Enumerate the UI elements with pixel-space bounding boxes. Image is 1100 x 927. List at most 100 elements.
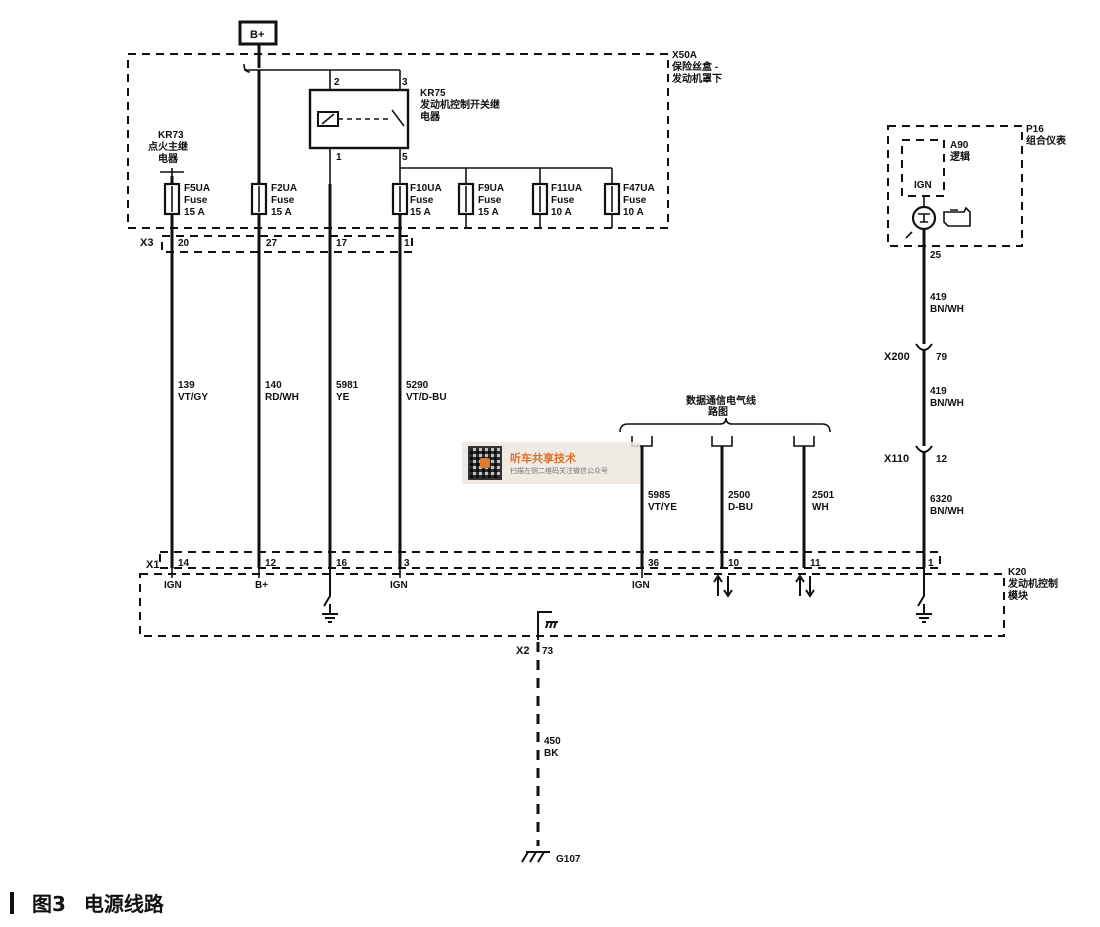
data-arrows-icon: [713, 574, 815, 598]
ground-g107-icon: [521, 851, 550, 863]
qr-code-icon: [468, 446, 502, 480]
cluster-boundary: [887, 125, 1023, 247]
svg-text:10 A: 10 A: [623, 207, 644, 218]
svg-text:15 A: 15 A: [184, 207, 205, 218]
svg-text:14: 14: [178, 558, 190, 569]
svg-text:WH: WH: [812, 502, 829, 513]
x3-pin-17: 17: [336, 238, 348, 249]
svg-text:2500: 2500: [728, 490, 751, 501]
svg-text:RD/WH: RD/WH: [265, 392, 299, 403]
relay-kr73-id: KR73: [158, 130, 184, 141]
svg-text:BN/WH: BN/WH: [930, 398, 964, 409]
svg-text:Fuse: Fuse: [478, 195, 502, 206]
svg-text:419: 419: [930, 386, 947, 397]
ecm-name-1: 发动机控制: [1007, 577, 1058, 590]
svg-text:1: 1: [928, 558, 934, 569]
svg-text:5985: 5985: [648, 490, 671, 501]
connector-x110: [915, 445, 933, 453]
svg-text:F47UA: F47UA: [623, 183, 655, 194]
figure-caption: 图3 电源线路: [10, 888, 164, 917]
cluster-logic-name: 逻辑: [950, 150, 970, 163]
relay-kr73-name-1: 点火主继: [148, 140, 188, 153]
ecm-pin16-ground: [322, 568, 338, 623]
ground-wire-circuit: 450: [544, 736, 561, 747]
svg-text:VT/YE: VT/YE: [648, 502, 677, 513]
ecm-id: K20: [1008, 567, 1027, 578]
caption-bar: [10, 891, 14, 914]
cluster-name: 组合仪表: [1026, 134, 1067, 147]
fuse-box-name-2: 发动机罩下: [671, 72, 722, 85]
svg-text:419: 419: [930, 292, 947, 303]
data-comm-label-2: 路图: [708, 405, 728, 418]
ecm-x1-label: X1: [146, 559, 159, 571]
svg-text:10 A: 10 A: [551, 207, 572, 218]
connector-x200-id: X200: [884, 351, 910, 363]
svg-text:12: 12: [265, 558, 277, 569]
svg-text:VT/D-BU: VT/D-BU: [406, 392, 447, 403]
ecm-x1-signals: IGN B+ IGN IGN: [164, 580, 650, 591]
relay-kr75-name-2: 电器: [420, 110, 441, 123]
svg-text:F11UA: F11UA: [551, 183, 582, 194]
connector-x110-id: X110: [884, 453, 909, 465]
fuse-labels: F5UA Fuse 15 A F2UA Fuse 15 A F10UA Fuse…: [184, 183, 655, 218]
relay-kr75-pin-2: 2: [334, 77, 340, 88]
svg-text:3: 3: [404, 558, 410, 569]
cluster-pin-25: 25: [930, 250, 942, 261]
figure-title: 电源线路: [83, 892, 164, 916]
connector-x200: [915, 343, 933, 351]
ecm-x2-pin: 73: [542, 646, 554, 657]
x3-connector-boundary: [161, 235, 413, 253]
relay-kr75-id: KR75: [420, 88, 446, 99]
ground-wire-color: BK: [544, 748, 559, 759]
fuse-box-id: X50A: [672, 50, 697, 61]
svg-text:YE: YE: [336, 392, 350, 403]
svg-text:6320: 6320: [930, 494, 953, 505]
ecm-boundary: [139, 573, 1005, 637]
connector-x110-pin: 12: [936, 454, 948, 465]
data-comm-bracket: [619, 417, 831, 433]
svg-text:IGN: IGN: [632, 580, 650, 591]
relay-kr75-pin-3: 3: [402, 77, 408, 88]
svg-text:Fuse: Fuse: [623, 195, 647, 206]
svg-text:36: 36: [648, 558, 660, 569]
svg-text:Fuse: Fuse: [184, 195, 208, 206]
x3-pin-1: 1: [404, 238, 410, 249]
cluster-wire-labels: 419 BN/WH 419 BN/WH 6320 BN/WH: [930, 292, 964, 517]
fuse-box-boundary: [127, 53, 669, 229]
svg-text:15 A: 15 A: [271, 207, 292, 218]
connector-x200-pin: 79: [936, 352, 948, 363]
ecm-pin1-ground: [916, 568, 932, 623]
relay-kr75-name-1: 发动机控制开关继: [419, 98, 500, 111]
svg-text:140: 140: [265, 380, 282, 391]
svg-text:2501: 2501: [812, 490, 835, 501]
svg-text:10: 10: [728, 558, 740, 569]
svg-text:F10UA: F10UA: [410, 183, 442, 194]
x3-connector-label: X3: [140, 237, 153, 249]
cluster-logic-boundary: [901, 139, 945, 197]
wire-labels: 139 VT/GY 140 RD/WH 5981 YE 5290 VT/D-BU…: [178, 380, 835, 513]
engine-icon: [943, 206, 971, 227]
svg-text:5290: 5290: [406, 380, 429, 391]
svg-text:5981: 5981: [336, 380, 359, 391]
relay-kr75-pin-5: 5: [402, 152, 408, 163]
battery-supply-label: B+: [250, 29, 264, 41]
svg-text:16: 16: [336, 558, 348, 569]
svg-text:Fuse: Fuse: [271, 195, 295, 206]
svg-text:F9UA: F9UA: [478, 183, 504, 194]
svg-text:BN/WH: BN/WH: [930, 506, 964, 517]
svg-text:D-BU: D-BU: [728, 502, 753, 513]
svg-text:IGN: IGN: [390, 580, 408, 591]
svg-text:VT/GY: VT/GY: [178, 392, 208, 403]
cluster-logic-id: A90: [950, 140, 969, 151]
wiring-diagram: X50A 保险丝盒 - 发动机罩下 X3 B+ 2 3 1 5 KR75 发动机…: [127, 20, 1067, 865]
ecm-x2-ground-symbol: [537, 611, 558, 640]
svg-text:IGN: IGN: [164, 580, 182, 591]
ecm-x2-label: X2: [516, 645, 529, 657]
data-comm-label-1: 数据通信电气线: [686, 394, 756, 407]
svg-text:15 A: 15 A: [410, 207, 431, 218]
ecm-x1-pins: 14 12 16 3 36 10 11 1: [178, 558, 934, 569]
svg-text:BN/WH: BN/WH: [930, 304, 964, 315]
svg-text:F5UA: F5UA: [184, 183, 210, 194]
fuse-box-name-1: 保险丝盒 -: [671, 60, 718, 73]
svg-text:F2UA: F2UA: [271, 183, 297, 194]
